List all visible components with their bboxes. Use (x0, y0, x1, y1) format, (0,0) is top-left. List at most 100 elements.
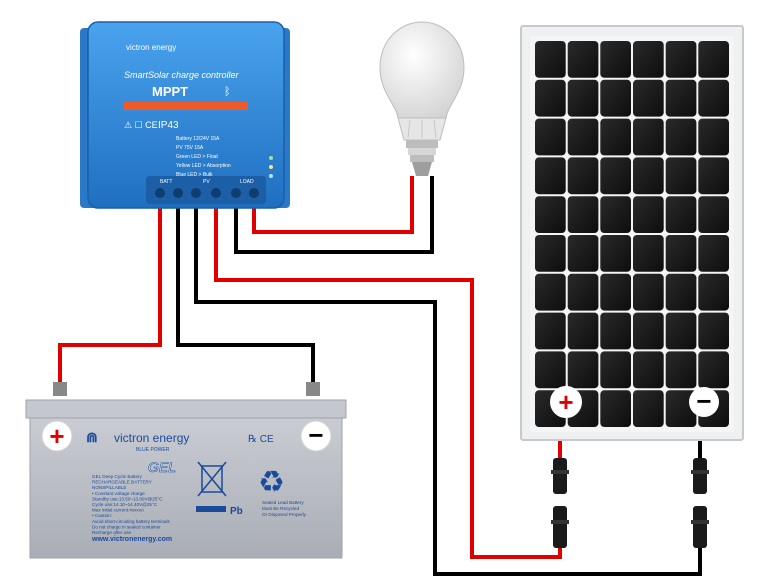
recycle-text-line: Must Be Recycled (262, 506, 299, 511)
battery-info-line: NONSPILLABLE (92, 485, 126, 490)
solar-cell (633, 273, 664, 311)
mc4-body (553, 458, 567, 494)
battery-info-line: Recharge after use (92, 530, 132, 535)
battery-info-line: Max initial current:4xxxxA (92, 508, 145, 513)
controller-spec-line: Battery 12/24V 15A (176, 136, 220, 142)
solar-cell (567, 118, 599, 156)
solar-cell (698, 235, 729, 272)
wire-pv-positive (214, 205, 562, 559)
wire-pv-negative (194, 205, 702, 576)
battery-type: GEL (148, 459, 176, 475)
terminal-screw (211, 188, 221, 198)
battery-positive-terminal (41, 420, 73, 452)
bin-body (201, 465, 223, 493)
battery-lid (25, 399, 347, 419)
solar-cell (665, 312, 697, 350)
terminal-label-batt: BATT (160, 179, 172, 185)
bulb-fin (433, 119, 437, 139)
terminal-label-load: LOAD (240, 179, 254, 185)
battery-negative-symbol: − (308, 420, 323, 450)
light-bulb (379, 21, 465, 176)
solar-cell (600, 273, 631, 311)
battery-info-line: GEL Deep Cycle Battery (92, 474, 143, 479)
battery-chem: Pb (230, 506, 243, 517)
solar-cell (633, 351, 664, 389)
terminal-screw (173, 188, 183, 198)
controller-spec-line: Blue LED > Bulk (176, 172, 213, 178)
bulb-base (410, 155, 434, 162)
mc4-body (693, 506, 707, 548)
controller-accent-bar (124, 102, 248, 110)
solar-cell (600, 390, 631, 427)
panel-positive-terminal (550, 386, 582, 418)
battery-info-line: Do not charge in sealed container (92, 524, 161, 529)
solar-cell (665, 390, 697, 427)
charge-controller: victron energy SmartSolar charge control… (80, 21, 290, 209)
wire-battery-negative (176, 205, 315, 390)
bulb-base (408, 148, 436, 155)
solar-cell (567, 312, 599, 350)
solar-cell (633, 118, 664, 156)
mc4-ring (551, 470, 569, 474)
solar-cell (698, 273, 729, 311)
solar-cell (665, 273, 697, 311)
controller-brand: victron energy (126, 43, 176, 52)
solar-cell (633, 312, 664, 350)
solar-cell (633, 235, 664, 272)
terminal-screw (155, 188, 165, 198)
mc4-ring (551, 520, 569, 524)
warning-icon: ⚠ ☐ CE (124, 120, 158, 130)
solar-cell (698, 196, 729, 233)
mc4-ring (691, 470, 709, 474)
solar-cell (535, 118, 566, 156)
battery-info-line: • Constant voltage charge (92, 491, 145, 496)
solar-cell (633, 41, 664, 78)
bulb-base (406, 140, 438, 148)
terminal-screw (231, 188, 241, 198)
solar-cell (567, 157, 599, 195)
mc4-body (553, 506, 567, 548)
solar-cell (535, 273, 566, 311)
mc4-connector-negative (691, 458, 709, 548)
solar-cell (535, 312, 566, 350)
panel-negative-symbol: − (696, 386, 711, 416)
panel-negative-terminal (689, 387, 719, 417)
wire-load-negative (234, 176, 434, 254)
solar-cell (600, 235, 631, 272)
solar-cell (600, 196, 631, 233)
controller-spec-line: Yellow LED > Absorption (176, 163, 231, 169)
solar-cell (600, 118, 631, 156)
controller-rating: IP43 (158, 120, 179, 131)
led-yellow (269, 165, 273, 169)
weee-bar (196, 506, 226, 512)
solar-cell (600, 41, 631, 78)
solar-cell (698, 157, 729, 195)
battery-info-line: • Caution: (92, 513, 112, 518)
battery-positive-symbol: + (49, 421, 64, 451)
bluetooth-icon: ᛒ (224, 86, 231, 98)
battery-info-line: RECHARGEABLE BATTERY (92, 480, 152, 485)
solar-cell (535, 157, 566, 195)
mc4-connector-positive (551, 458, 569, 548)
solar-cell (698, 118, 729, 156)
controller-spec-line: Green LED > Float (176, 154, 218, 160)
solar-cell (567, 235, 599, 272)
solar-cell (567, 273, 599, 311)
battery-post-positive (53, 382, 67, 396)
terminal-label-pv: PV (203, 179, 210, 185)
bulb-tip (412, 162, 432, 176)
mc4-body (693, 458, 707, 494)
solar-cell (567, 351, 599, 389)
solar-cell (600, 79, 631, 117)
led-green (269, 156, 273, 160)
recycle-icon: ♻ (258, 466, 285, 499)
solar-cell (567, 196, 599, 233)
controller-model: MPPT (152, 84, 188, 99)
terminal-screw (249, 188, 259, 198)
controller-body (87, 21, 285, 209)
solar-cell (665, 235, 697, 272)
solar-cell (665, 41, 697, 78)
